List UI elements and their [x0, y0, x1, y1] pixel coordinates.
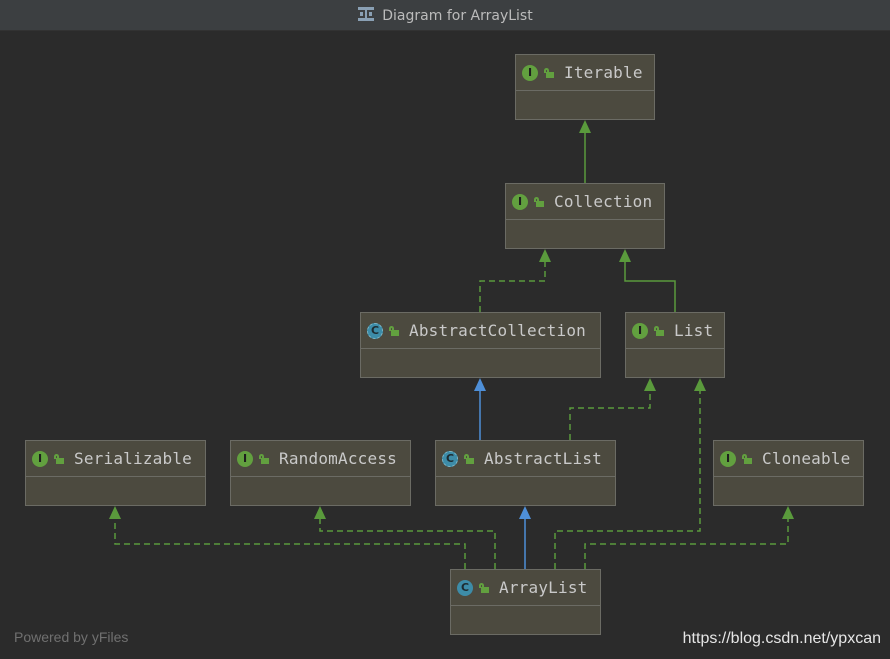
- abstract-class-icon: C: [442, 450, 458, 467]
- node-collection[interactable]: I Collection: [505, 183, 665, 249]
- class-icon: C: [457, 579, 473, 596]
- watermark-text: https://blog.csdn.net/ypxcan: [682, 630, 881, 647]
- node-title: Serializable: [74, 449, 192, 468]
- node-header: C AbstractCollection: [361, 313, 600, 349]
- interface-icon: I: [32, 450, 48, 467]
- node-title: ArrayList: [499, 578, 588, 597]
- node-abstract-list[interactable]: C AbstractList: [435, 440, 616, 506]
- unlock-icon: [534, 196, 545, 207]
- unlock-icon: [464, 453, 475, 464]
- node-title: AbstractCollection: [409, 321, 586, 340]
- unlock-icon: [479, 582, 490, 593]
- interface-icon: I: [512, 193, 528, 210]
- node-header: I Serializable: [26, 441, 205, 477]
- node-title: List: [674, 321, 714, 340]
- interface-icon: I: [522, 64, 538, 81]
- window-titlebar: Diagram for ArrayList: [0, 0, 890, 31]
- node-title: Cloneable: [762, 449, 851, 468]
- window-title: Diagram for ArrayList: [382, 7, 533, 24]
- node-title: RandomAccess: [279, 449, 397, 468]
- unlock-icon: [259, 453, 270, 464]
- node-header: I Iterable: [516, 55, 654, 91]
- interface-icon: I: [632, 322, 648, 339]
- unlock-icon: [54, 453, 65, 464]
- node-header: C ArrayList: [451, 570, 600, 606]
- abstract-class-icon: C: [367, 322, 383, 339]
- node-title: Iterable: [564, 63, 643, 82]
- node-abstract-collection[interactable]: C AbstractCollection: [360, 312, 601, 378]
- interface-icon: I: [237, 450, 253, 467]
- unlock-icon: [742, 453, 753, 464]
- node-title: Collection: [554, 192, 653, 211]
- title-group: Diagram for ArrayList: [0, 0, 890, 31]
- node-header: I RandomAccess: [231, 441, 410, 477]
- unlock-icon: [654, 325, 665, 336]
- node-serializable[interactable]: I Serializable: [25, 440, 206, 506]
- node-list[interactable]: I List: [625, 312, 725, 378]
- diagram-icon: [357, 6, 375, 26]
- node-header: C AbstractList: [436, 441, 615, 477]
- unlock-icon: [544, 67, 555, 78]
- node-random-access[interactable]: I RandomAccess: [230, 440, 411, 506]
- node-cloneable[interactable]: I Cloneable: [713, 440, 864, 506]
- node-header: I List: [626, 313, 724, 349]
- node-iterable[interactable]: I Iterable: [515, 54, 655, 120]
- node-title: AbstractList: [484, 449, 602, 468]
- node-header: I Collection: [506, 184, 664, 220]
- interface-icon: I: [720, 450, 736, 467]
- node-header: I Cloneable: [714, 441, 863, 477]
- powered-by-label: Powered by yFiles: [14, 629, 129, 645]
- node-array-list[interactable]: C ArrayList: [450, 569, 601, 635]
- unlock-icon: [389, 325, 400, 336]
